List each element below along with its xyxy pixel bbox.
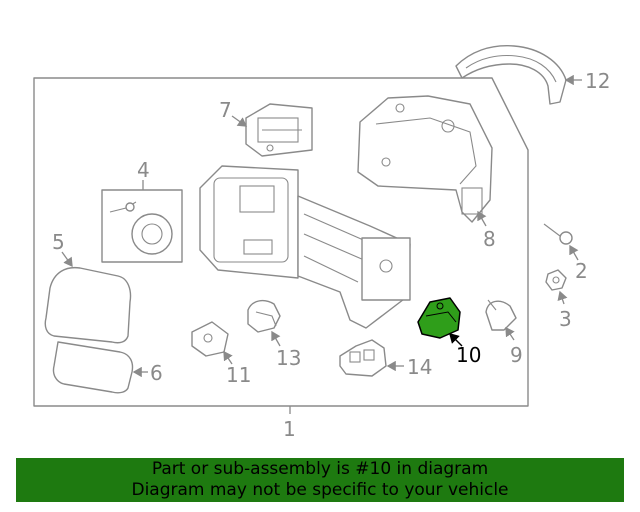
part-7-bracket[interactable] — [245, 103, 313, 157]
callout-3-leader — [557, 290, 568, 305]
part-10-highlighted[interactable] — [417, 297, 461, 339]
part-4-motor-and-screw[interactable] — [101, 189, 183, 263]
part-6-spotter-glass[interactable] — [52, 341, 134, 394]
callout-1: 1 — [283, 417, 296, 441]
part-3-nut[interactable] — [545, 269, 567, 291]
part-14-connector[interactable] — [339, 339, 387, 377]
callout-2: 2 — [575, 259, 588, 283]
callout-7: 7 — [219, 98, 232, 122]
callout-5: 5 — [52, 230, 65, 254]
part-5-mirror-glass[interactable] — [44, 266, 132, 344]
callout-14: 14 — [407, 355, 432, 379]
callout-8-leader — [477, 210, 487, 227]
callout-9: 9 — [510, 343, 523, 367]
callout-13: 13 — [276, 346, 301, 370]
callout-13-leader — [271, 330, 281, 347]
part-12-skull-cap[interactable] — [455, 44, 567, 105]
callout-11-leader — [223, 350, 233, 365]
callout-9-leader — [505, 326, 515, 341]
banner-line-2: Diagram may not be specific to your vehi… — [131, 480, 509, 500]
callout-6: 6 — [150, 361, 163, 385]
mirror-head-body — [199, 165, 411, 329]
callout-11: 11 — [226, 363, 251, 387]
callout-2-leader — [569, 244, 579, 261]
info-banner: Part or sub-assembly is #10 in diagram D… — [16, 458, 624, 502]
callout-10-leader — [449, 333, 463, 347]
part-13-clip[interactable] — [247, 299, 281, 333]
part-2-bolt[interactable] — [543, 223, 573, 245]
part-9-clip[interactable] — [485, 299, 517, 331]
callout-7-leader — [231, 115, 248, 127]
callout-10: 10 — [456, 343, 481, 367]
callout-12: 12 — [585, 69, 610, 93]
callout-4: 4 — [137, 158, 150, 182]
callout-3: 3 — [559, 307, 572, 331]
callout-8: 8 — [483, 227, 496, 251]
banner-line-1: Part or sub-assembly is #10 in diagram — [151, 459, 489, 479]
callout-5-leader — [61, 251, 73, 268]
